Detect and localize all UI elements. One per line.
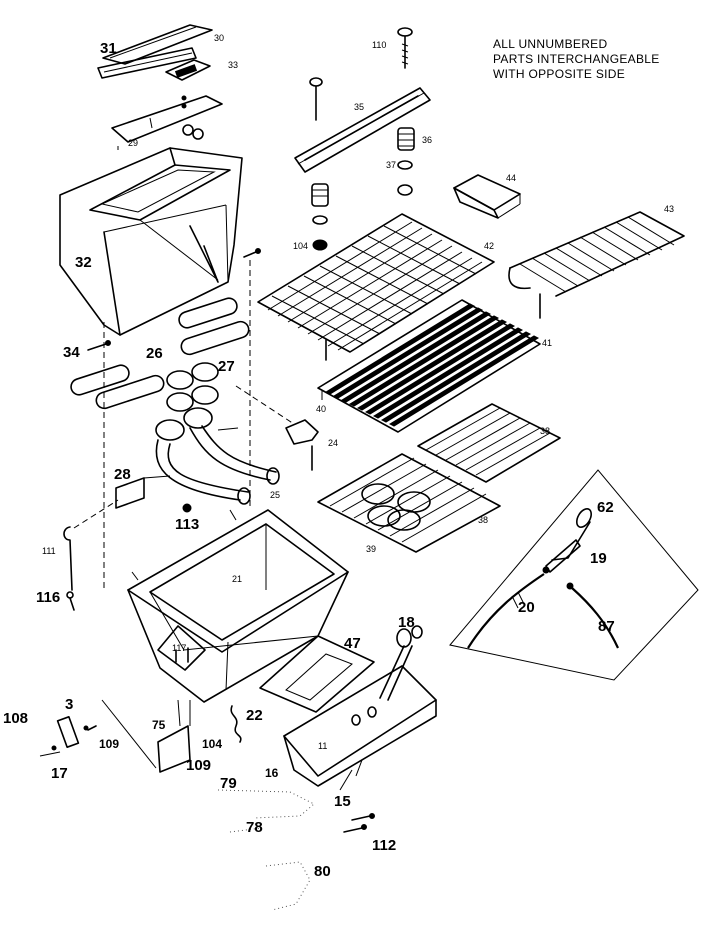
callout-38-lower: 38	[478, 515, 488, 525]
callout-38-upper: 38	[540, 426, 550, 436]
callout-36: 36	[422, 135, 432, 145]
callout-109-left: 109	[99, 737, 119, 751]
callout-22: 22	[246, 707, 263, 724]
mounting-bracket-part-75	[157, 699, 191, 773]
igniter-electrode-part-24	[285, 419, 319, 471]
bolt-part-117	[175, 647, 189, 663]
callout-17: 17	[51, 765, 68, 782]
nut-part-104	[312, 239, 328, 251]
screw-part-34	[87, 248, 261, 351]
valve-part-18	[379, 625, 423, 701]
callout-108: 108	[3, 710, 28, 727]
callout-31: 31	[100, 40, 117, 57]
note-line-2: PARTS INTERCHANGEABLE	[493, 52, 660, 66]
clip-part-111	[63, 526, 73, 591]
callout-33: 33	[228, 60, 238, 70]
spring-part-22	[230, 705, 242, 743]
bolt-part-109	[87, 725, 97, 731]
callout-16: 16	[265, 766, 279, 780]
callout-35: 35	[354, 102, 364, 112]
callout-80: 80	[314, 863, 331, 880]
igniter-wire-part-20	[467, 573, 545, 649]
callout-21: 21	[232, 574, 242, 584]
callout-25: 25	[270, 490, 280, 500]
note-line-1: ALL UNNUMBERED	[493, 37, 608, 51]
callout-11: 11	[318, 741, 327, 751]
callout-62: 62	[597, 499, 614, 516]
callout-104-upper: 104	[293, 241, 308, 251]
callout-24: 24	[328, 438, 338, 448]
warming-rack-part-43	[508, 211, 685, 319]
callout-3: 3	[65, 696, 73, 713]
screw-part-113	[182, 503, 192, 513]
igniter-button-part-62	[551, 508, 593, 561]
lid-hood-part-32	[59, 147, 243, 336]
callout-104-lower: 104	[202, 737, 222, 751]
washer-part-37	[312, 160, 413, 225]
callout-37: 37	[386, 160, 396, 170]
igniter-module-part-19	[542, 539, 581, 574]
callout-111: 111	[42, 546, 56, 556]
spacer-part-36	[311, 127, 415, 207]
callout-19: 19	[590, 550, 607, 567]
callout-41: 41	[542, 338, 552, 348]
callout-39: 39	[366, 544, 376, 554]
burner-manifold-part-27	[155, 362, 219, 441]
ground-wire-part-87	[566, 582, 619, 649]
rock-grate-part-38	[417, 403, 561, 483]
lid-handle-rail-part-30	[102, 24, 213, 65]
burner-gasket-part-26	[70, 297, 250, 410]
ignition-kit-outline	[449, 469, 699, 681]
burner-bracket-part-28	[115, 475, 171, 509]
rock-grate-part-39	[317, 453, 501, 553]
callout-26: 26	[146, 345, 163, 362]
callout-34: 34	[63, 344, 80, 361]
note-line-3: WITH OPPOSITE SIDE	[493, 67, 626, 81]
callout-43: 43	[664, 204, 674, 214]
callout-29: 29	[128, 138, 138, 148]
screw-part-112	[343, 813, 375, 833]
callout-78: 78	[246, 819, 263, 836]
callout-32: 32	[75, 254, 92, 271]
heat-shield-part-47	[259, 635, 375, 713]
handle-part-35	[294, 87, 431, 173]
callout-40: 40	[316, 404, 326, 414]
pin-part-116	[66, 591, 75, 611]
interchangeable-parts-note: ALL UNNUMBERED PARTS INTERCHANGEABLE WIT…	[493, 37, 660, 82]
callout-87: 87	[598, 618, 615, 635]
faded-parts-78-79-80	[217, 789, 315, 911]
callout-112: 112	[372, 837, 396, 854]
lid-handle-part-31	[97, 47, 197, 79]
callout-15: 15	[334, 793, 351, 810]
callout-109-bottom: 109	[186, 757, 211, 774]
drip-pan-part-44	[453, 174, 521, 219]
bolt-left	[309, 77, 323, 121]
callout-79: 79	[220, 775, 237, 792]
callout-27: 27	[218, 358, 235, 375]
callout-110: 110	[372, 40, 386, 50]
callout-44: 44	[506, 173, 516, 183]
cooking-grid-part-41	[317, 299, 541, 433]
burner-tubes-part-25	[155, 425, 280, 505]
callout-30: 30	[214, 33, 224, 43]
callout-75: 75	[152, 718, 166, 732]
control-panel-part-11	[283, 665, 437, 791]
callout-116: 116	[36, 589, 60, 606]
lid-vent-cap-part-33	[165, 59, 211, 109]
callout-47: 47	[344, 635, 361, 652]
callout-20: 20	[518, 599, 535, 616]
callout-42: 42	[484, 241, 494, 251]
callout-18: 18	[398, 614, 415, 631]
callout-113: 113	[175, 516, 199, 533]
callout-28: 28	[114, 466, 131, 483]
bracket-part-3	[39, 715, 89, 757]
callout-117: 117	[172, 643, 186, 653]
cooking-grid-part-42	[257, 213, 495, 361]
bolt-part-110	[397, 27, 413, 69]
heat-indicator-plate-part-29	[111, 95, 223, 143]
firebox-part-21	[127, 509, 349, 703]
